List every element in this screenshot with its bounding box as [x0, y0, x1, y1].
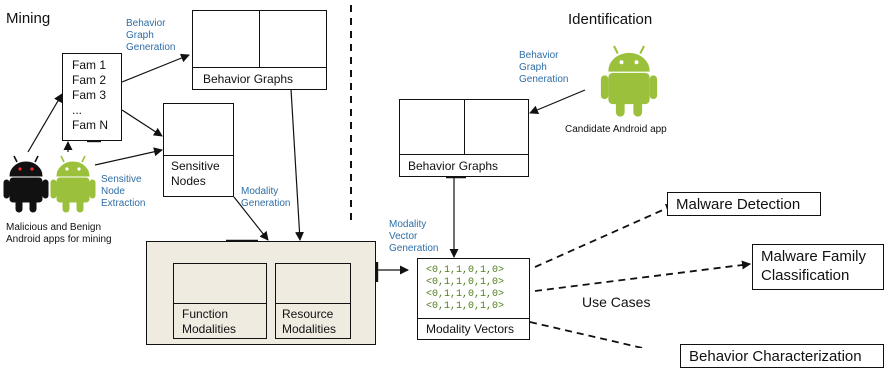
modalities-panel [146, 241, 376, 345]
sensitive-nodes-box: Sensitive Nodes [163, 103, 234, 197]
vector-row: <0,1,1,0,1,0> [426, 277, 505, 288]
family-list-box: Fam 1 Fam 2 Fam 3 ... Fam N [62, 53, 122, 141]
family-item: ... [72, 103, 83, 117]
sensitive-nodes-caption: Sensitive Nodes [171, 159, 220, 188]
behavior-graphs-box-mining: Behavior Graphs [192, 10, 327, 90]
modality-vectors-box: <0,1,1,0,1,0> <0,1,1,0,1,0> <0,1,1,0,1,0… [417, 258, 530, 340]
resource-modalities-box: Resource Modalities [275, 263, 351, 339]
use-cases-label: Use Cases [582, 294, 651, 310]
behavior-graphs-box-identification: Behavior Graphs [399, 99, 529, 177]
use-case-arrows [529, 204, 751, 348]
android-icon-benign [50, 155, 96, 213]
candidate-app-caption: Candidate Android app [565, 124, 667, 135]
family-item: Fam 2 [72, 73, 107, 87]
sensitive-node-extraction-label: Sensitive Node Extraction [101, 174, 146, 209]
malware-family-classification-box: Malware Family Classification [752, 244, 884, 290]
apps-for-mining-caption: Malicious and Benign Android apps for mi… [6, 222, 112, 245]
family-item: Fam 3 [72, 88, 107, 102]
vector-row: <0,1,1,0,1,0> [426, 289, 505, 300]
modality-generation-label: Modality Generation [241, 186, 291, 209]
connector-arrows [27, 53, 586, 275]
modality-vector-generation-label: Modality Vector Generation [389, 219, 439, 254]
function-modalities-box: Function Modalities [173, 263, 267, 339]
vector-row: <0,1,1,0,1,0> [426, 265, 505, 276]
identification-heading: Identification [568, 11, 653, 28]
vector-row: <0,1,1,0,1,0> [426, 301, 505, 312]
behavior-graph-generation-label: Behavior Graph Generation [126, 18, 176, 53]
malware-detection-box: Malware Detection [667, 192, 821, 216]
family-item: Fam 1 [72, 58, 107, 72]
modality-vectors-caption: Modality Vectors [426, 322, 515, 336]
android-icon-malicious [3, 155, 49, 213]
family-item: Fam N [72, 118, 108, 132]
function-modalities-caption: Function Modalities [182, 307, 237, 336]
mining-heading: Mining [6, 10, 51, 27]
behavior-graphs-caption: Behavior Graphs [203, 72, 294, 86]
resource-modalities-caption: Resource Modalities [282, 307, 337, 336]
behavior-graphs-caption: Behavior Graphs [408, 159, 499, 173]
behavior-graph-generation-label-right: Behavior Graph Generation [519, 50, 569, 85]
android-icon-candidate [600, 45, 658, 117]
